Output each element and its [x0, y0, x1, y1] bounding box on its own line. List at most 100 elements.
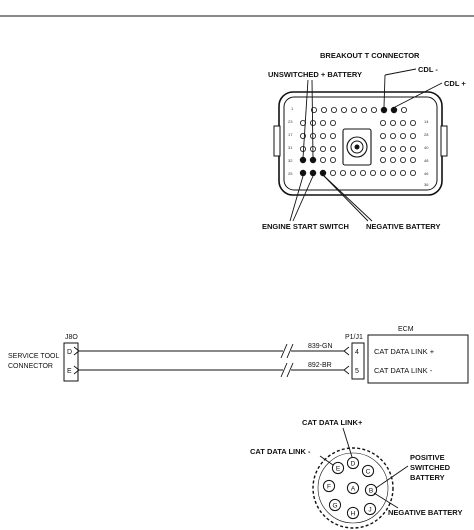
- j8o-connector-body: [63, 342, 79, 382]
- pin-number-left-2: 23: [288, 119, 293, 124]
- breakout-pin: [350, 107, 357, 114]
- wire-break-marks: [280, 343, 294, 378]
- breakout-pin: [340, 107, 347, 114]
- breakout-pin: [400, 107, 407, 114]
- breakout-pin: [399, 132, 406, 139]
- pin-number-left-3: 17: [288, 132, 293, 137]
- round-label-negative-battery: NEGATIVE BATTERY: [388, 508, 462, 517]
- round-pin-h: H: [351, 511, 356, 518]
- breakout-pin: [329, 169, 336, 176]
- breakout-pin: [320, 107, 327, 114]
- label-cdl-minus: CDL -: [418, 65, 438, 74]
- j8o-label: J8O: [65, 334, 78, 341]
- breakout-pin: [409, 120, 416, 127]
- pin-number-left-1: 1: [291, 106, 294, 111]
- breakout-pin: [339, 169, 346, 176]
- service-tool-connector-line1: SERVICE TOOL: [8, 353, 59, 360]
- breakout-pin: [379, 132, 386, 139]
- breakout-pin: [329, 145, 336, 152]
- breakout-pin: [409, 169, 416, 176]
- breakout-center-bolt: [342, 128, 372, 166]
- label-engine-start-switch: ENGINE START SWITCH: [262, 222, 349, 231]
- harness-wires: [79, 350, 344, 371]
- breakout-pin: [369, 169, 376, 176]
- breakout-pin: [329, 156, 336, 163]
- pin-number-right-5: 46: [424, 171, 429, 176]
- pin-number-left-6: 25: [288, 171, 293, 176]
- label-cdl-plus: CDL +: [444, 79, 466, 88]
- breakout-pin: [319, 156, 326, 163]
- ecm-signal-cdl-minus: CAT DATA LINK -: [374, 366, 433, 375]
- round-label-cdl-minus: CAT DATA LINK -: [250, 447, 311, 456]
- breakout-pin: [399, 169, 406, 176]
- label-negative-battery: NEGATIVE BATTERY: [366, 222, 440, 231]
- breakout-pin: [389, 169, 396, 176]
- breakout-pin: [409, 156, 416, 163]
- round-pin-e: E: [336, 466, 341, 473]
- breakout-pin: [379, 120, 386, 127]
- breakout-pin: [370, 107, 377, 114]
- breakout-pin: [330, 107, 337, 114]
- round-leader-lines: [319, 427, 409, 509]
- ecm-pin-5: 5: [355, 368, 359, 375]
- p1j1-pin-5-terminal: [343, 365, 350, 375]
- ecm-label: ECM: [398, 326, 414, 333]
- breakout-pin: [349, 169, 356, 176]
- breakout-pin: [399, 156, 406, 163]
- ecm-box: [367, 334, 469, 384]
- breakout-pin-grid: [299, 107, 416, 176]
- round-pin-g: G: [332, 503, 337, 510]
- breakout-pin: [379, 145, 386, 152]
- pin-number-left-5: 32: [288, 158, 293, 163]
- round-pin-f: F: [327, 484, 331, 491]
- round-pin-j: J: [368, 507, 371, 514]
- pin-number-right-1: 14: [424, 119, 429, 124]
- breakout-pin: [389, 145, 396, 152]
- breakout-pin: [319, 120, 326, 127]
- round-label-cdl-plus: CAT DATA LINK+: [302, 418, 363, 427]
- pin-number-left-4: 31: [288, 145, 293, 150]
- p1j1-pin-4-terminal: [343, 346, 350, 356]
- breakout-pin: [399, 120, 406, 127]
- breakout-pin: [329, 120, 336, 127]
- pin-number-right-6: 36: [424, 182, 429, 187]
- wire-839-gn: 839-GN: [308, 343, 333, 350]
- p1j1-label: P1/J1: [345, 334, 363, 341]
- highlighted-pins: [299, 106, 398, 177]
- service-tool-connector-line2: CONNECTOR: [8, 363, 53, 370]
- ecm-signal-cdl-plus: CAT DATA LINK +: [374, 347, 435, 356]
- breakout-pin: [319, 132, 326, 139]
- breakout-pin: [360, 107, 367, 114]
- pin-number-right-4: 48: [424, 158, 429, 163]
- round-pin-b: B: [369, 488, 373, 495]
- breakout-pin: [299, 145, 306, 152]
- ecm-pin-4: 4: [355, 349, 359, 356]
- breakout-pin: [399, 145, 406, 152]
- pin-number-right-3: 40: [424, 145, 429, 150]
- breakout-pin: [389, 132, 396, 139]
- round-label-positive-switched-3: BATTERY: [410, 473, 445, 482]
- breakout-title: BREAKOUT T CONNECTOR: [320, 51, 420, 60]
- round-pin-d: D: [351, 461, 356, 468]
- breakout-pin: [379, 156, 386, 163]
- breakout-pin: [329, 132, 336, 139]
- round-pin-c: C: [366, 469, 371, 476]
- breakout-pin: [359, 169, 366, 176]
- breakout-pin: [319, 145, 326, 152]
- round-connector-pins: [322, 456, 378, 520]
- pin-number-right-2: 28: [424, 132, 429, 137]
- p1j1-connector-body: [351, 342, 365, 380]
- breakout-pin: [389, 120, 396, 127]
- j8o-pin-e: E: [67, 368, 72, 375]
- round-label-positive-switched-2: SWITCHED: [410, 463, 451, 472]
- j8o-pin-d: D: [67, 349, 72, 356]
- breakout-leader-lines: [289, 68, 443, 222]
- wire-892-br: 892-BR: [308, 362, 332, 369]
- breakout-pin: [379, 169, 386, 176]
- breakout-pin: [409, 145, 416, 152]
- breakout-pin: [409, 132, 416, 139]
- label-unswitched-battery: UNSWITCHED + BATTERY: [268, 70, 362, 79]
- round-pin-a: A: [351, 486, 356, 493]
- breakout-pin: [389, 156, 396, 163]
